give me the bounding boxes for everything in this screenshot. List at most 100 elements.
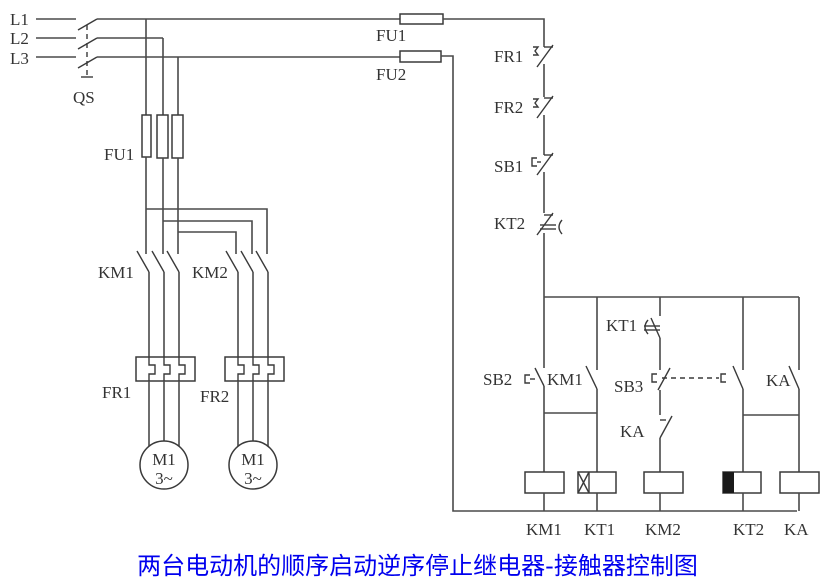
stop-button-sb3	[651, 365, 744, 391]
coil-km2-box	[643, 471, 684, 494]
sb3-no-blade	[732, 365, 744, 390]
control-return-rail	[441, 55, 797, 512]
branch-label-ka-nc: KA	[620, 422, 645, 441]
motor-1-name: M1	[152, 450, 176, 469]
fr2-nc-thermal-icon	[533, 98, 540, 108]
branch-label-km1: KM1	[547, 370, 583, 389]
motor-1-circle	[139, 440, 189, 490]
km2-contact-1	[225, 250, 239, 273]
coil-ka	[779, 471, 820, 494]
main-fuses-fu1	[141, 114, 184, 159]
fr1-element-3	[178, 357, 186, 381]
phase-label-l3: L3	[10, 49, 29, 68]
main-power-circuit: L1 L2 L3 QS FU1	[10, 10, 400, 490]
control-fuse-label-fu1: FU1	[376, 26, 406, 45]
motor-1: M1 3~	[139, 440, 189, 490]
relay-contact-ka-nc	[659, 415, 673, 439]
fr1-body	[135, 356, 196, 382]
coil-label-km1: KM1	[526, 520, 562, 539]
coil-kt1-cross-2	[577, 471, 590, 494]
coil-kt1	[577, 471, 617, 494]
series-label-fr1: FR1	[494, 47, 523, 66]
fr1-element-1	[148, 357, 156, 381]
motor-2-circle	[228, 440, 278, 490]
fr2-element-2	[252, 357, 260, 381]
timer-contact-kt2	[536, 212, 563, 236]
contact-fr1-nc	[533, 44, 554, 68]
coil-km1	[524, 471, 565, 494]
km1-contact-3	[166, 250, 180, 273]
coil-label-km2: KM2	[645, 520, 681, 539]
coil-label-ka: KA	[784, 520, 809, 539]
series-label-sb1: SB1	[494, 157, 523, 176]
fr1-nc-blade	[536, 44, 554, 68]
sb2-button-icon	[524, 374, 530, 384]
ka-nc-blade	[659, 415, 673, 439]
kt2-blade	[536, 212, 554, 236]
qs-blade-1	[77, 18, 98, 31]
kt1-delay-arc	[644, 319, 649, 335]
km1-aux-blade	[585, 365, 598, 390]
timer-contact-kt1	[644, 317, 661, 339]
feed-km2-p1	[146, 208, 268, 254]
fr2-body	[224, 356, 285, 382]
fuse-3	[171, 114, 184, 159]
ka-no-blade	[788, 365, 800, 390]
fr1-nc-thermal-icon	[533, 46, 540, 56]
coil-ka-box	[779, 471, 820, 494]
phase-label-l1: L1	[10, 10, 29, 29]
sb1-button-icon	[531, 157, 537, 167]
coil-label-kt1: KT1	[584, 520, 615, 539]
coil-km1-box	[524, 471, 565, 494]
coil-kt2-fill	[723, 472, 734, 493]
km1-contact-1	[136, 250, 150, 273]
km2-contact-3	[255, 250, 269, 273]
motor-2: M1 3~	[228, 440, 278, 490]
sb2-blade	[534, 367, 545, 387]
contactor-km1-main-contacts	[136, 250, 180, 273]
motor-2-type: 3~	[244, 469, 262, 488]
series-label-fr2: FR2	[494, 98, 523, 117]
contactor-label-km2: KM2	[192, 263, 228, 282]
fuse-2	[156, 114, 169, 159]
sb1-blade	[536, 152, 554, 176]
coil-label-kt2: KT2	[733, 520, 764, 539]
sb3-button-icon	[651, 373, 657, 383]
stop-button-sb1	[531, 152, 554, 176]
isolator-switch-qs	[77, 18, 98, 78]
control-supply-top	[443, 18, 545, 45]
contactor-label-km1: KM1	[98, 263, 134, 282]
overload-label-fr1: FR1	[102, 383, 131, 402]
overload-relay-fr1	[135, 356, 196, 382]
overload-label-fr2: FR2	[200, 387, 229, 406]
feed-km2-p2	[163, 220, 253, 254]
km2-contact-2	[240, 250, 254, 273]
control-fuse-label-fu2: FU2	[376, 65, 406, 84]
km1-contact-2	[151, 250, 165, 273]
contact-fr2-nc	[533, 95, 554, 119]
branch-label-ka-no: KA	[766, 371, 791, 390]
series-label-kt2: KT2	[494, 214, 525, 233]
sb3-nc-blade	[657, 367, 671, 391]
fuse-1	[141, 114, 152, 158]
kt2-delay-arc	[558, 219, 563, 235]
coil-km2	[643, 471, 684, 494]
overload-relay-fr2	[224, 356, 285, 382]
motor-1-type: 3~	[155, 469, 173, 488]
coil-kt2	[722, 471, 762, 494]
fr2-element-3	[267, 357, 275, 381]
branch-label-sb2: SB2	[483, 370, 512, 389]
motor-2-name: M1	[241, 450, 265, 469]
branch-label-kt1: KT1	[606, 316, 637, 335]
diagram-caption: 两台电动机的顺序启动逆序停止继电器-接触器控制图	[137, 552, 698, 580]
feed-km2-p3	[178, 231, 237, 254]
main-fuse-label: FU1	[104, 145, 134, 164]
fr2-element-1	[237, 357, 245, 381]
control-fuse-fu2	[399, 50, 442, 63]
start-button-sb2	[524, 367, 545, 387]
branch-label-sb3: SB3	[614, 377, 643, 396]
control-circuit: FU1 FU2 FR1 FR2 SB1	[376, 13, 820, 539]
phase-label-l2: L2	[10, 29, 29, 48]
isolator-label: QS	[73, 88, 95, 107]
